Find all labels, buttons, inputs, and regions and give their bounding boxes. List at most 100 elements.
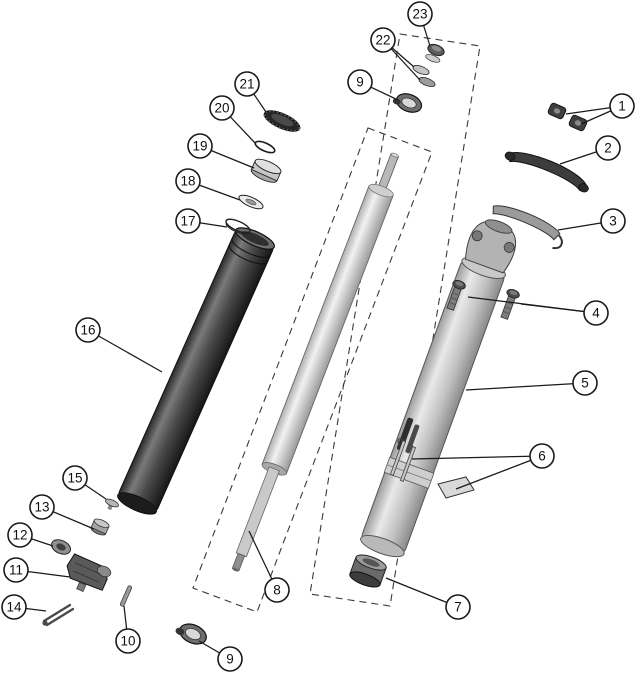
callout-circle-7 bbox=[445, 594, 471, 620]
callout-18: 18 bbox=[175, 168, 201, 194]
leader-line-4 bbox=[467, 296, 597, 314]
callout-circle-2 bbox=[595, 135, 621, 161]
callout-circle-19 bbox=[187, 133, 213, 159]
leader-line-7 bbox=[385, 577, 459, 608]
callout-label-4: 4 bbox=[592, 306, 600, 321]
callout-11: 11 bbox=[3, 557, 29, 583]
callout-circle-14 bbox=[1, 594, 27, 620]
callout-label-9: 9 bbox=[226, 652, 234, 667]
part-seal-spacer bbox=[105, 498, 119, 511]
callout-19: 19 bbox=[187, 133, 213, 159]
callout-23: 23 bbox=[407, 1, 433, 27]
callout-16: 16 bbox=[75, 317, 101, 343]
callout-circle-16 bbox=[75, 317, 101, 343]
part-clamp-bolts bbox=[446, 279, 520, 320]
part-saddle-clamp-lower bbox=[492, 205, 563, 250]
callout-label-23: 23 bbox=[412, 7, 427, 22]
callout-label-1: 1 bbox=[618, 99, 626, 114]
part-saddle-clamp-nuts bbox=[547, 102, 588, 132]
callout-17: 17 bbox=[175, 208, 201, 234]
callout-4: 4 bbox=[583, 300, 609, 326]
callout-label-12: 12 bbox=[12, 528, 27, 543]
callout-1: 1 bbox=[609, 93, 635, 119]
callout-circle-18 bbox=[175, 168, 201, 194]
callout-circle-12 bbox=[7, 522, 33, 548]
part-snap-ring bbox=[254, 140, 276, 154]
callout-3: 3 bbox=[600, 208, 626, 234]
callout-label-8: 8 bbox=[273, 583, 281, 598]
part-valve-cap bbox=[425, 43, 445, 63]
callout-circle-17 bbox=[175, 208, 201, 234]
callout-circle-15 bbox=[62, 465, 88, 491]
part-collar-upper bbox=[392, 93, 423, 113]
callout-label-13: 13 bbox=[34, 500, 49, 515]
part-bushing bbox=[250, 158, 282, 183]
part-saddle-clamp-upper bbox=[504, 151, 589, 193]
callout-circle-3 bbox=[600, 208, 626, 234]
callout-5: 5 bbox=[572, 370, 598, 396]
callout-label-15: 15 bbox=[67, 471, 82, 486]
callout-circle-20 bbox=[209, 95, 235, 121]
callout-label-3: 3 bbox=[609, 214, 617, 229]
callout-22: 22 bbox=[370, 27, 396, 53]
part-end-cap bbox=[50, 539, 72, 555]
callout-circle-22 bbox=[370, 27, 396, 53]
callout-label-21: 21 bbox=[239, 77, 254, 92]
dashed-box-outer-assembly bbox=[309, 33, 481, 607]
callout-12: 12 bbox=[7, 522, 33, 548]
callout-label-14: 14 bbox=[6, 600, 22, 615]
part-lower-tube bbox=[360, 219, 517, 558]
callout-circle-5 bbox=[572, 370, 598, 396]
callout-label-9: 9 bbox=[356, 75, 364, 90]
leader-line-6 bbox=[455, 455, 543, 490]
callout-circle-23 bbox=[407, 1, 433, 27]
leader-line-5 bbox=[465, 382, 586, 391]
callout-label-10: 10 bbox=[120, 634, 135, 649]
callout-label-2: 2 bbox=[604, 141, 612, 156]
leader-line-6 bbox=[411, 455, 543, 460]
callout-15: 15 bbox=[62, 465, 88, 491]
callout-21: 21 bbox=[234, 71, 260, 97]
callout-label-17: 17 bbox=[180, 214, 195, 229]
callout-20: 20 bbox=[209, 95, 235, 121]
callout-9: 9 bbox=[217, 646, 243, 672]
part-washer bbox=[238, 194, 264, 210]
callout-label-18: 18 bbox=[180, 174, 195, 189]
callout-14: 14 bbox=[1, 594, 27, 620]
part-cable-guides bbox=[389, 437, 475, 499]
callout-9: 9 bbox=[347, 69, 373, 95]
callout-circle-8 bbox=[264, 577, 290, 603]
callout-circle-10 bbox=[115, 628, 141, 654]
part-pin bbox=[119, 585, 133, 607]
callout-label-16: 16 bbox=[80, 323, 95, 338]
callout-13: 13 bbox=[29, 494, 55, 520]
callout-label-5: 5 bbox=[581, 376, 589, 391]
callout-label-7: 7 bbox=[454, 600, 462, 615]
dashed-box-inner-assembly bbox=[192, 127, 433, 613]
callout-6: 6 bbox=[529, 443, 555, 469]
part-actuator-body bbox=[66, 553, 112, 593]
callout-label-6: 6 bbox=[538, 449, 546, 464]
callout-label-11: 11 bbox=[9, 563, 23, 578]
leader-line-16 bbox=[87, 329, 163, 373]
part-wave-washer bbox=[225, 218, 251, 235]
part-inner-shaft bbox=[231, 152, 399, 572]
callout-circle-13 bbox=[29, 494, 55, 520]
callout-circle-6 bbox=[529, 443, 555, 469]
callout-circle-21 bbox=[234, 71, 260, 97]
callout-label-22: 22 bbox=[375, 33, 390, 48]
callout-circle-4 bbox=[583, 300, 609, 326]
callout-circle-9 bbox=[347, 69, 373, 95]
callout-label-19: 19 bbox=[192, 139, 207, 154]
callout-circle-9 bbox=[217, 646, 243, 672]
part-bottom-cap bbox=[349, 554, 387, 588]
callout-7: 7 bbox=[445, 594, 471, 620]
callout-label-20: 20 bbox=[214, 101, 229, 116]
part-upper-tube bbox=[117, 227, 275, 515]
part-top-cap bbox=[263, 109, 301, 133]
part-collar-lower bbox=[175, 623, 207, 645]
callout-circle-1 bbox=[609, 93, 635, 119]
